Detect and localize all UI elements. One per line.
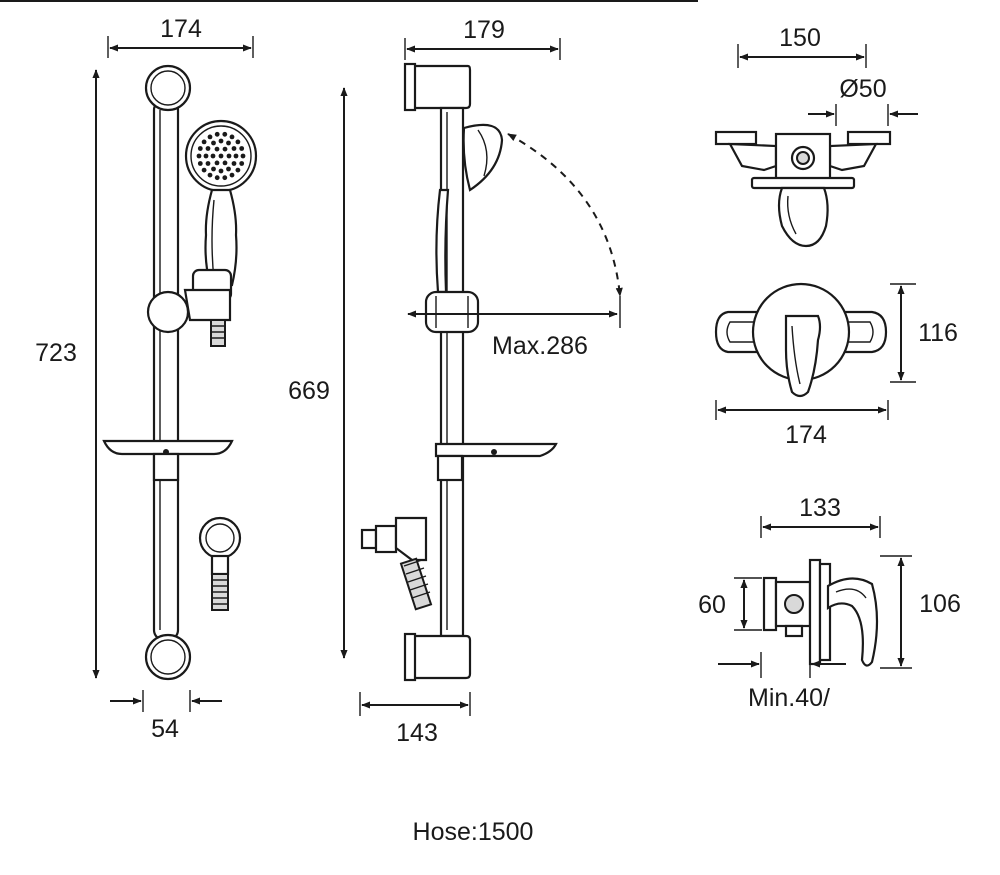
side-view (340, 38, 623, 716)
spray-hole (218, 153, 224, 159)
spray-hole (240, 153, 246, 159)
rotation-arc (507, 133, 623, 297)
spray-hole (233, 153, 239, 159)
front-slider (146, 268, 233, 347)
label-side-height: 669 (288, 377, 330, 405)
spray-hole (211, 140, 216, 146)
spray-hole (214, 146, 220, 152)
side-bottom-bracket (405, 634, 472, 680)
side-top-bracket-plate (403, 62, 417, 112)
front-top-bracket-inner (150, 70, 186, 106)
label-valve-outlet-diameter: Ø50 (839, 75, 886, 103)
label-hose-length: Hose:1500 (413, 818, 534, 846)
label-valve-side-width: 133 (799, 494, 841, 522)
spray-hole (222, 175, 228, 181)
spray-hole (226, 153, 232, 159)
label-valve-front-width: 174 (785, 421, 827, 449)
front-top-bracket (144, 64, 192, 112)
valve-top-view (714, 44, 918, 248)
spray-hole (239, 146, 245, 151)
spray-hole (235, 139, 241, 145)
spray-hole (205, 146, 211, 151)
spray-hole (222, 146, 228, 152)
spray-hole (207, 172, 213, 178)
label-side-base-width: 143 (396, 719, 438, 747)
spray-hole (214, 131, 220, 137)
spray-hole (196, 153, 202, 159)
side-wall-outlet (360, 516, 433, 611)
label-side-width: 179 (463, 16, 505, 44)
spray-hole (226, 140, 231, 146)
label-max-projection: Max.286 (492, 332, 588, 360)
spray-hole (218, 168, 224, 174)
spray-hole (214, 175, 220, 181)
label-valve-top-width: 150 (779, 24, 821, 52)
spray-hole (197, 161, 203, 166)
spray-hole (226, 166, 231, 172)
label-valve-body-height: 60 (698, 591, 726, 619)
spray-hole (201, 139, 207, 145)
label-front-bar-offset: 54 (151, 715, 179, 743)
spray-hole (205, 161, 211, 166)
front-shower-head (184, 119, 258, 287)
spray-hole (214, 160, 220, 166)
spray-hole (229, 134, 235, 140)
spray-hole (231, 146, 237, 151)
label-front-width: 174 (160, 15, 202, 43)
label-front-height: 723 (35, 339, 77, 367)
front-rail (152, 98, 180, 642)
front-bottom-bracket-inner (150, 639, 186, 675)
label-valve-min-depth: Min.40/ (748, 684, 830, 712)
side-soap-dish (434, 442, 558, 482)
side-slider (424, 290, 480, 334)
spray-hole (222, 160, 228, 166)
spray-hole (211, 166, 216, 172)
spray-hole (235, 167, 241, 173)
front-wall-outlet (198, 516, 242, 611)
front-view (92, 36, 258, 712)
front-soap-dish (102, 439, 234, 482)
spray-hole (207, 134, 213, 140)
valve-front-view (714, 282, 916, 420)
spray-hole (203, 153, 209, 159)
spray-hole (197, 146, 203, 151)
side-rail (439, 106, 465, 638)
spray-hole (210, 153, 216, 159)
spray-hole (239, 161, 245, 166)
spray-hole (222, 131, 228, 137)
side-top-bracket (405, 64, 472, 110)
label-valve-side-height: 106 (919, 590, 961, 618)
spray-hole (229, 172, 235, 178)
front-bottom-bracket (144, 633, 192, 681)
valve-side-view (718, 516, 912, 678)
spray-hole (201, 167, 207, 173)
spray-hole (218, 138, 224, 144)
spray-hole (231, 161, 237, 166)
side-bottom-bracket-plate (403, 632, 417, 682)
label-valve-front-height: 116 (918, 319, 958, 347)
